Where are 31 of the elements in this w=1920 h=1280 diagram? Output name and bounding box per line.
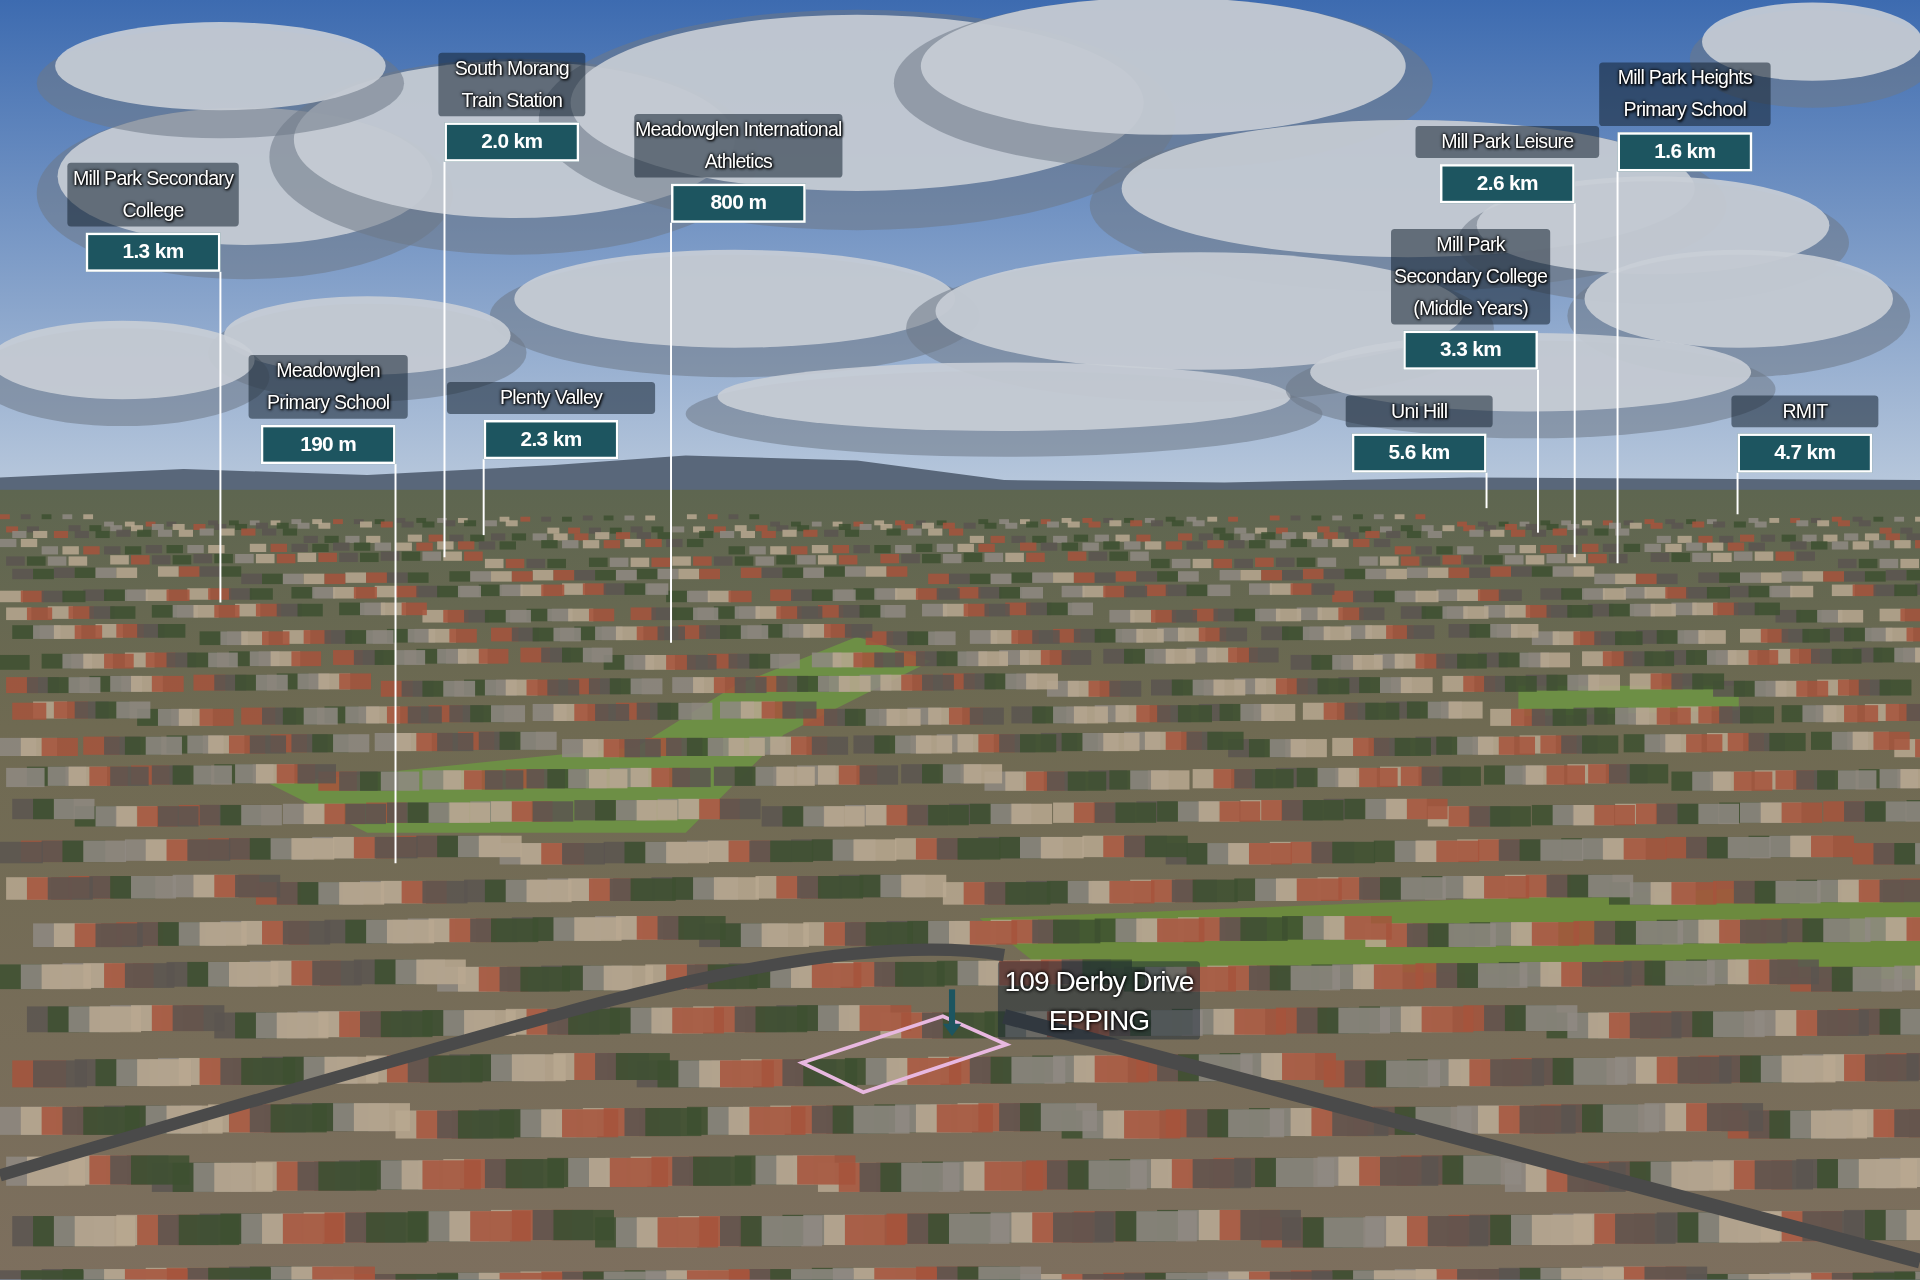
- place-name: Mill Park Secondary College (Middle Years): [1391, 229, 1551, 325]
- leader-line: [219, 270, 222, 604]
- distance-tag: 190 m: [260, 424, 396, 465]
- place-name: Mill Park Leisure: [1415, 126, 1600, 158]
- place-name: Meadowglen International Athletics: [634, 113, 843, 178]
- address-label: 109 Derby Drive EPPING: [997, 961, 1200, 1040]
- leader-line: [1616, 170, 1619, 565]
- distance-tag: 2.6 km: [1440, 164, 1575, 204]
- distance-tag: 5.6 km: [1351, 433, 1487, 473]
- leader-line: [1736, 471, 1739, 516]
- distance-tag: 800 m: [671, 183, 806, 223]
- place-name: South Morang Train Station: [438, 52, 586, 117]
- distance-tag: 4.7 km: [1737, 433, 1873, 473]
- distance-tag: 1.3 km: [85, 232, 221, 272]
- place-name: RMIT: [1731, 395, 1879, 428]
- place-name: Plenty Valley: [446, 382, 656, 414]
- leader-line: [1485, 471, 1488, 510]
- leader-line: [670, 221, 672, 644]
- place-name: Meadowglen Primary School: [248, 355, 408, 419]
- place-name: Uni Hill: [1345, 395, 1493, 428]
- distance-tag: 1.6 km: [1617, 132, 1753, 172]
- distance-tag: 2.3 km: [483, 420, 619, 460]
- leader-line: [443, 160, 446, 559]
- leader-line: [394, 463, 397, 865]
- leader-line: [482, 458, 485, 537]
- place-name: Mill Park Heights Primary School: [1599, 62, 1771, 127]
- place-name: Mill Park Secondary College: [67, 162, 239, 227]
- leader-line: [1537, 368, 1539, 534]
- leader-line: [1573, 202, 1576, 559]
- distance-tag: 3.3 km: [1403, 330, 1538, 370]
- distance-tag: 2.0 km: [444, 122, 580, 162]
